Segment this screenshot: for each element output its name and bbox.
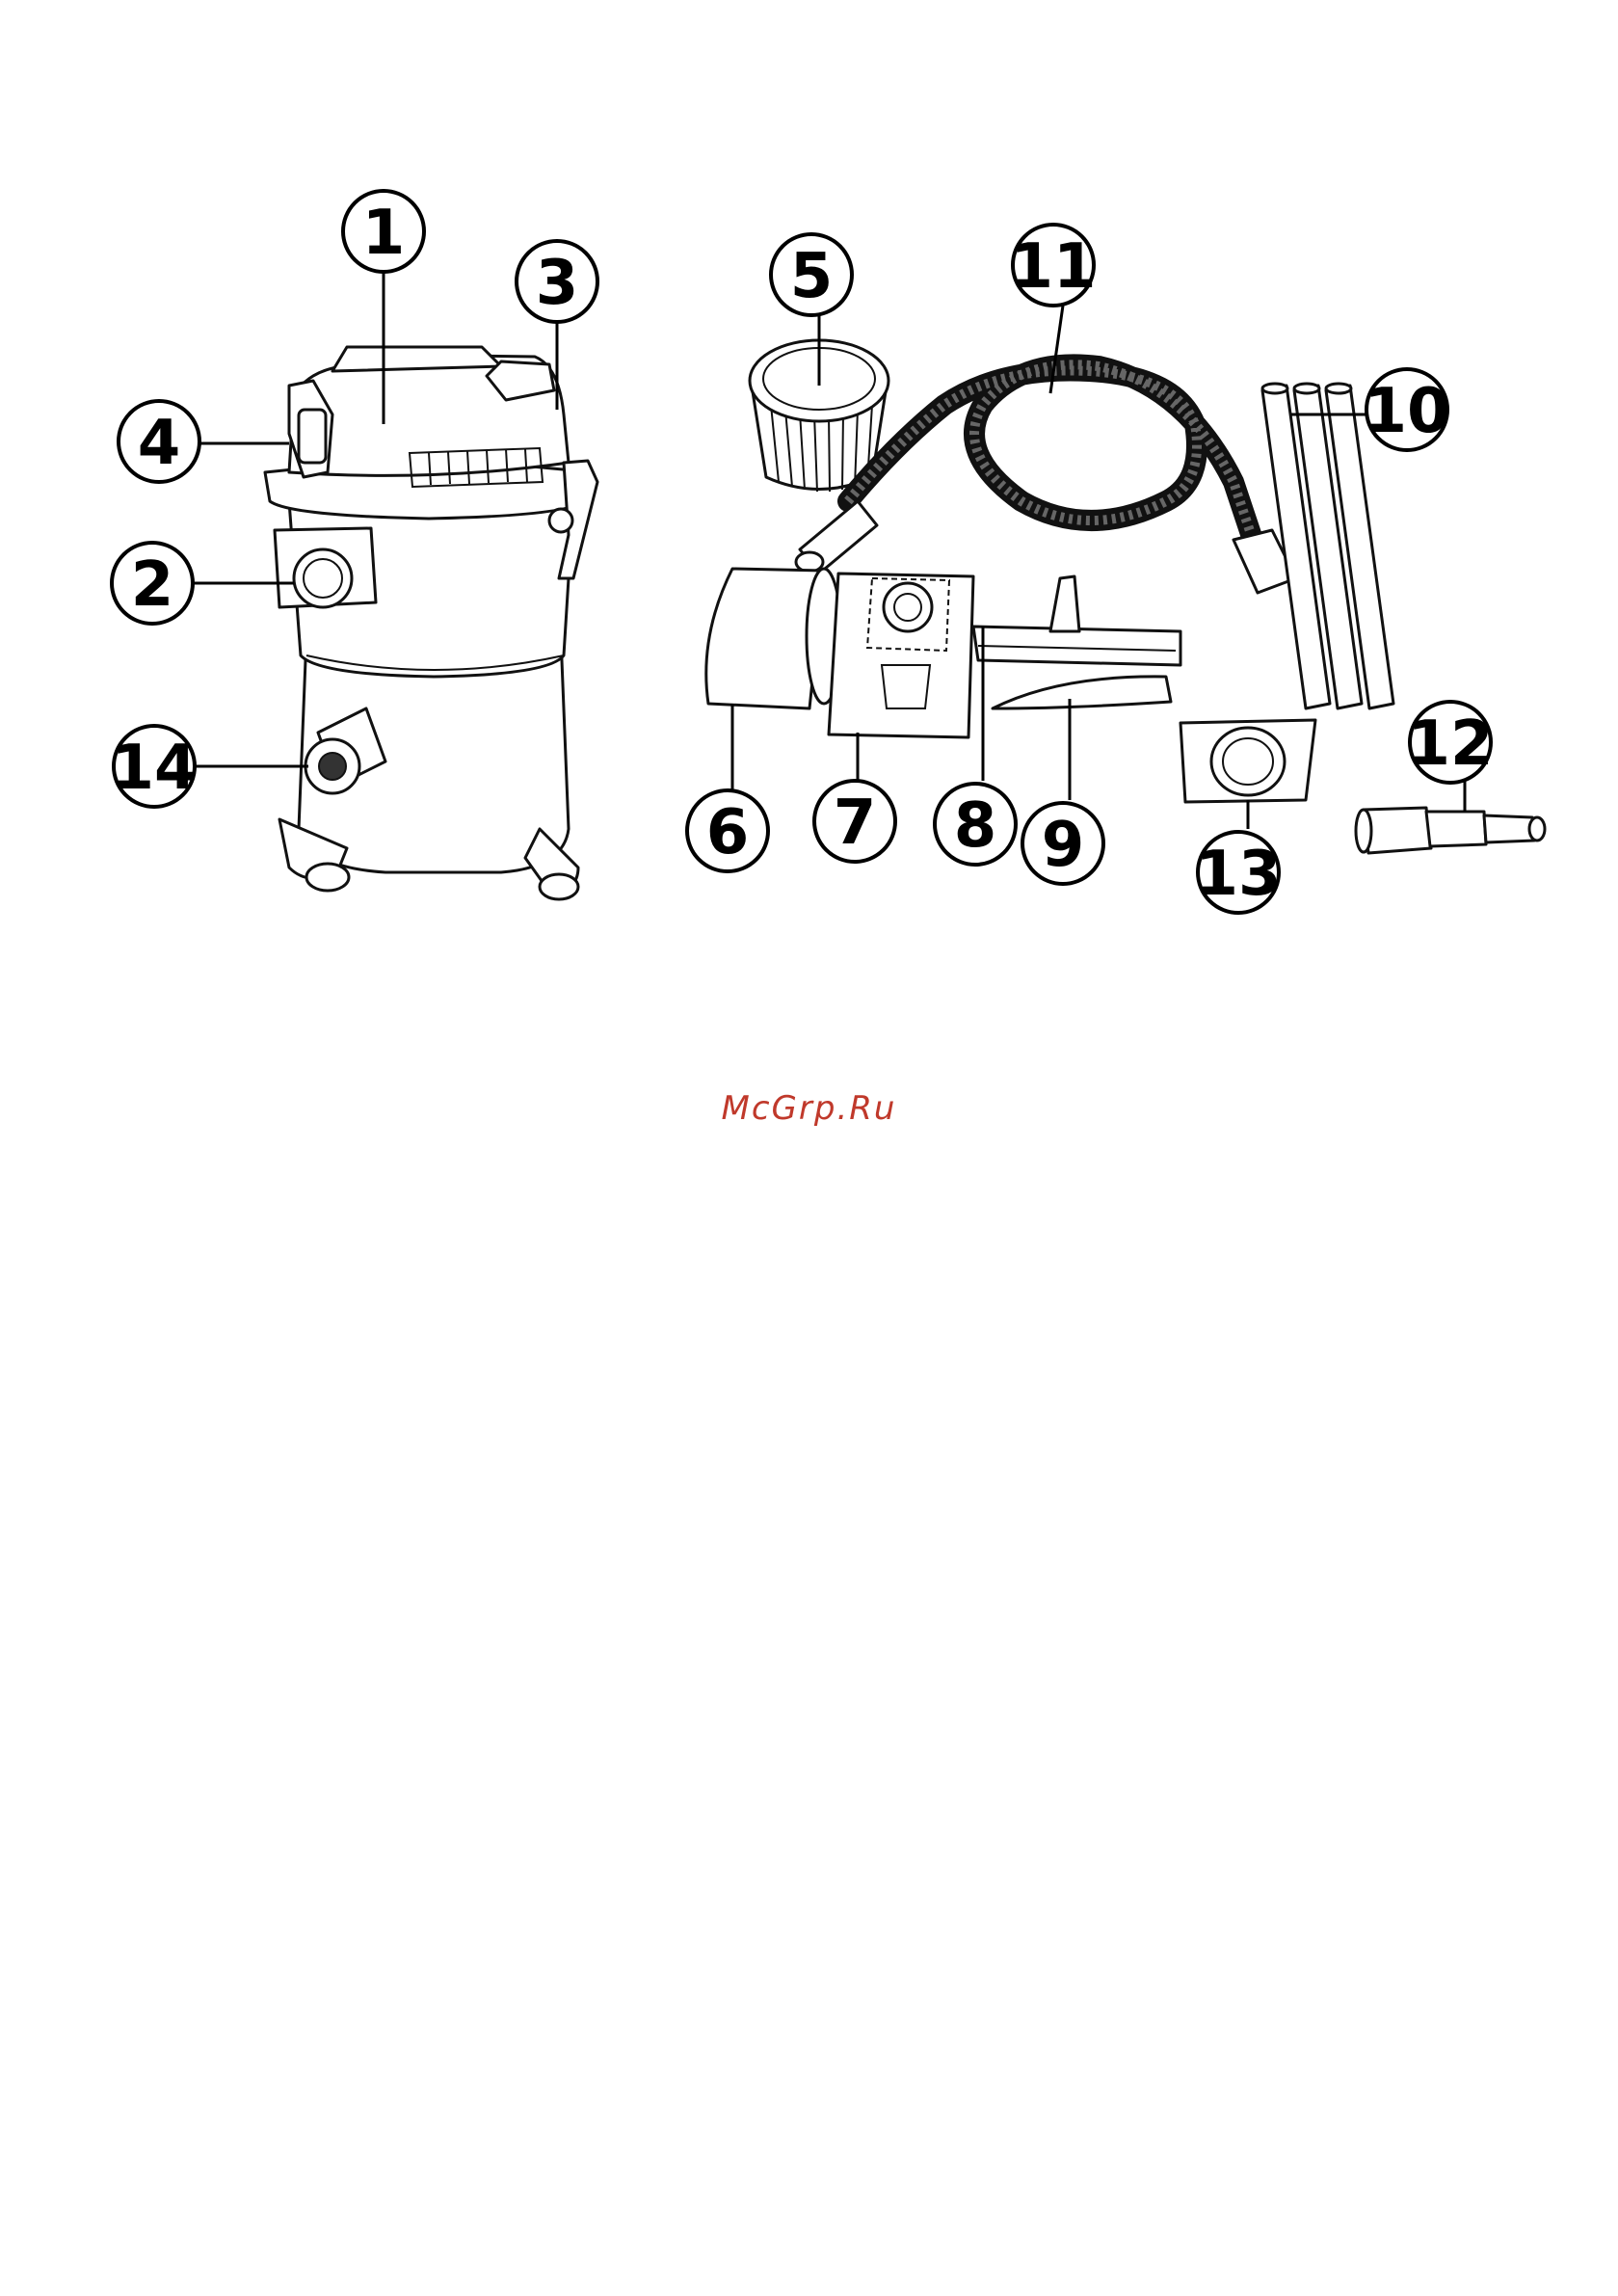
stepped-adapter-illustration [1356,808,1545,853]
adapter-plate-illustration [1180,720,1315,802]
callout-9: 9 [1022,803,1103,884]
callout-4: 4 [119,401,199,482]
callout-6: 6 [687,790,768,871]
callout-10-label: 10 [1364,376,1449,447]
callout-3: 3 [517,241,597,322]
callout-2: 2 [112,543,193,624]
callout-7: 7 [814,781,895,862]
vacuum-cleaner-illustration [265,347,597,899]
callout-4-label: 4 [138,408,181,479]
callout-5: 5 [771,234,852,315]
floor-nozzle-illustration [973,576,1180,665]
callout-14-label: 14 [111,733,197,804]
callout-12: 12 [1407,702,1493,783]
callout-12-label: 12 [1407,708,1493,780]
callout-1: 1 [343,191,424,272]
callout-9-label: 9 [1042,810,1085,881]
dust-bag-illustration [829,574,973,737]
callout-7-label: 7 [834,788,877,859]
callout-3-label: 3 [536,248,579,319]
callout-2-label: 2 [131,549,174,621]
callout-6-label: 6 [706,797,750,868]
crevice-tool-illustration [993,677,1171,708]
callout-13-label: 13 [1195,839,1281,910]
callout-5-label: 5 [790,241,834,312]
cloth-filter-illustration [706,569,841,708]
callout-11-label: 11 [1010,231,1096,303]
callout-1-label: 1 [362,198,406,269]
callout-10: 10 [1364,369,1449,450]
callout-14: 14 [111,726,197,807]
callout-8-label: 8 [954,790,997,862]
callout-13: 13 [1195,832,1281,913]
watermark: McGrp.Ru [0,1089,1618,1128]
callout-8: 8 [935,784,1016,865]
callout-11: 11 [1010,225,1096,306]
